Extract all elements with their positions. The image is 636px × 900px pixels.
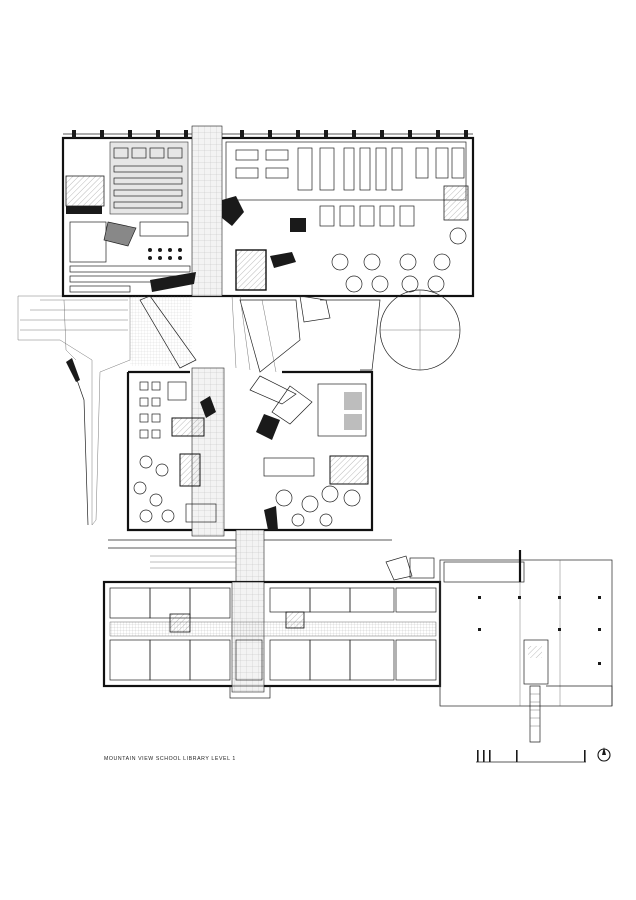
north-arrow-icon: [597, 747, 611, 762]
link-corridor: [235, 529, 265, 583]
annex-structure: [439, 550, 613, 743]
atrium-connector: [130, 289, 461, 373]
entry-plaza: [17, 295, 131, 526]
bench-curved: [66, 358, 80, 382]
middle-wing: [126, 367, 374, 537]
drawing-caption: MOUNTAIN VIEW SCHOOL LIBRARY LEVEL 1: [104, 756, 236, 762]
north-wing: [61, 125, 475, 323]
scale-bar-icon: [476, 750, 586, 763]
south-wing: [102, 555, 442, 699]
